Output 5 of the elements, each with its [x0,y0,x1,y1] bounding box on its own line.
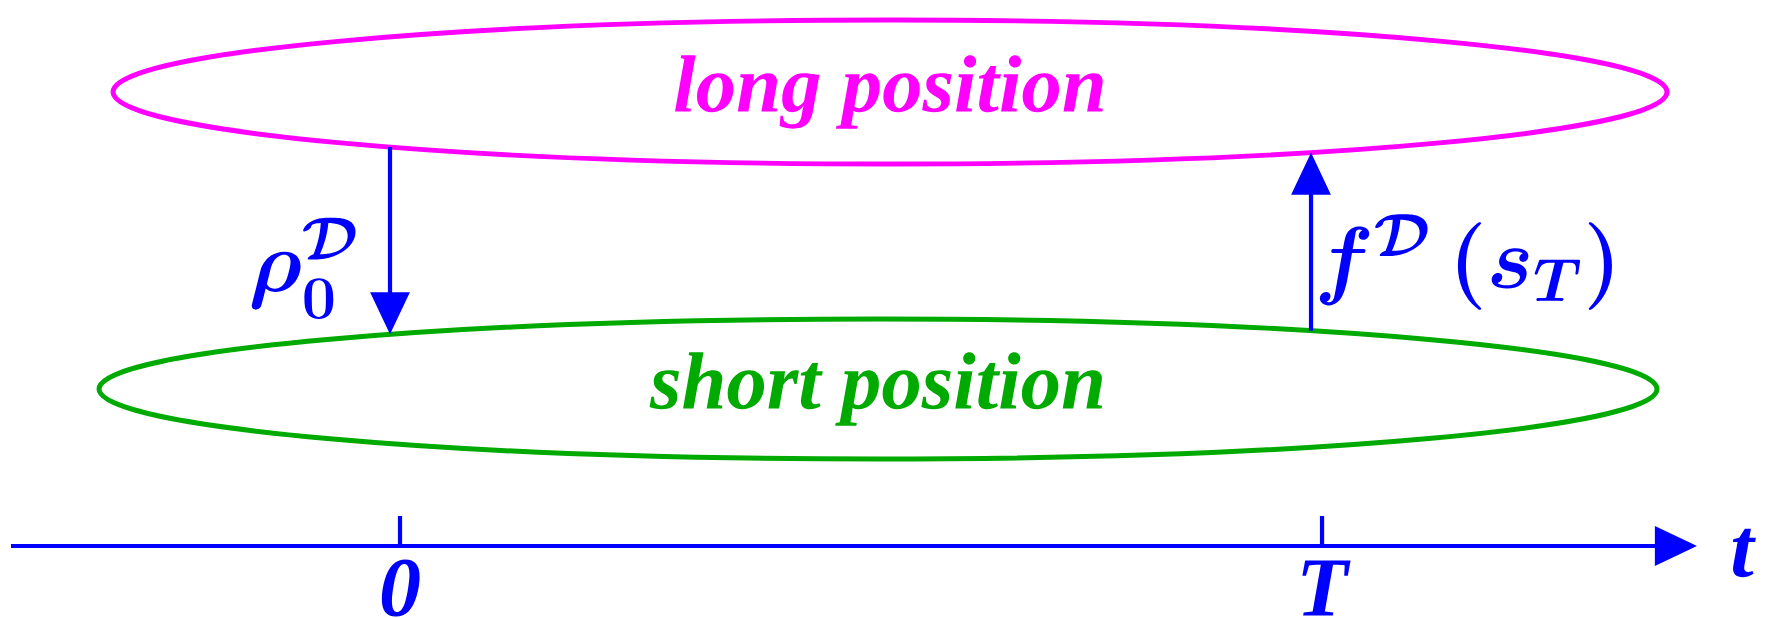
edge-label: $f^{\mathcal{D}}\left(s_T\right)$ [1319,214,1612,310]
edge-label: $\rho_0^{\mathcal{D}}$ [251,217,356,319]
axis-label: t [1732,528,1756,578]
axis-label: T [1302,560,1351,616]
axis-label: 0 [381,559,420,617]
